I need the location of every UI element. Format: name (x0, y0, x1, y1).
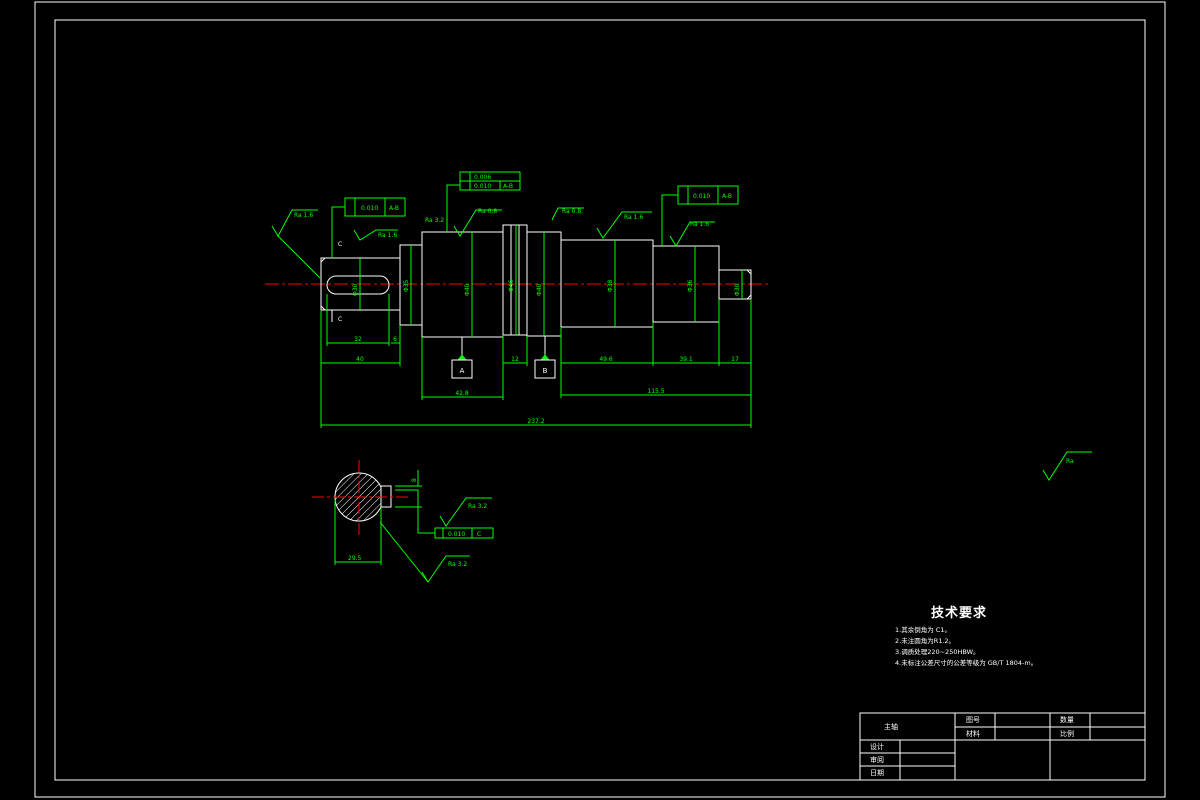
tech-req-item: 3.调质处理220~250HBW。 (895, 648, 980, 656)
dim-label: 115.5 (647, 388, 664, 395)
drawing-no-label: 图号 (966, 716, 980, 724)
section-key-label: 8 (411, 478, 418, 482)
length-dimension-labels: 32 40 6 12 49.6 39.1 17 42.8 115.5 237.2 (354, 336, 739, 425)
tolerance-values: 0.010 A-B 0.006 0.010 A-B 0.010 A-B 0.01… (361, 174, 732, 538)
tech-req-item: 4.未标注公差尺寸的公差等级为 GB/T 1804-m。 (895, 659, 1038, 667)
dim-label: 49.6 (599, 356, 613, 363)
title-block: 主轴 图号 材料 数量 比例 设计 审阅 日期 (860, 713, 1145, 779)
section-label-bottom: C (338, 316, 342, 323)
dim-label: 12 (511, 356, 519, 363)
tolerance-value: 0.010 (361, 205, 378, 212)
surface-finish-label: Ra 0.8 (478, 208, 497, 215)
dim-label: 40 (356, 356, 364, 363)
section-width-label: 29.5 (348, 555, 362, 562)
tolerance-datum: A-B (722, 193, 732, 200)
tolerance-value: 0.010 (474, 183, 491, 190)
datum-markers (451, 336, 556, 379)
dim-label: 32 (354, 336, 362, 343)
technical-requirements: 技术要求 1.其余倒角为 C1。 2.未注圆角为R1.2。 3.调质处理220~… (895, 602, 1037, 669)
tolerance-value: 0.006 (474, 174, 491, 181)
diameter-label: Φ38 (607, 279, 614, 292)
title-block-grid (859, 712, 1146, 781)
diameter-label: Φ30 (352, 283, 359, 296)
dim-label: 17 (731, 356, 739, 363)
surface-finish-label: Ra 1.6 (378, 232, 397, 239)
tolerance-value: 0.010 (448, 531, 465, 538)
dim-label: 237.2 (527, 418, 544, 425)
inner-frame (54, 19, 1146, 781)
tolerance-datum: A-B (503, 183, 513, 190)
tech-req-title: 技术要求 (931, 606, 988, 621)
outer-frame (34, 1, 1166, 798)
designer-label: 设计 (870, 743, 884, 751)
diameter-label: Φ40 (464, 283, 471, 296)
dim-label: 39.1 (679, 356, 693, 363)
surface-finish-label: Ra 3.2 (425, 217, 444, 224)
tolerance-value: 0.010 (693, 193, 710, 200)
reviewer-label: 审阅 (870, 756, 884, 764)
part-name: 主轴 (884, 723, 898, 731)
tolerance-frames (331, 171, 739, 539)
surface-finish-label: Ra (1066, 458, 1074, 465)
dim-label: 42.8 (455, 390, 469, 397)
scale-label: 比例 (1060, 730, 1074, 738)
surface-finish-label: Ra 1.6 (690, 221, 709, 228)
diameter-dimension-lines (359, 225, 743, 337)
surface-finish-label: Ra 1.6 (294, 212, 313, 219)
datum-a-label: A (460, 367, 465, 375)
surface-finish-label: Ra 3.2 (448, 561, 467, 568)
surface-finish-label: Ra 1.6 (624, 214, 643, 221)
diameter-labels: Φ30 Φ35 Φ40 Φ46 Φ40 Φ38 Φ36 Φ30 (352, 279, 741, 296)
tech-req-item: 2.未注圆角为R1.2。 (895, 637, 956, 645)
section-view (312, 460, 422, 565)
length-dimensions (320, 294, 752, 428)
surface-finish-label: Ra 0.8 (562, 208, 581, 215)
diameter-label: Φ40 (536, 283, 543, 296)
tolerance-datum: A-B (389, 205, 399, 212)
section-label-top: C (338, 241, 342, 248)
diameter-label: Φ30 (734, 283, 741, 296)
diameter-label: Φ46 (508, 279, 515, 292)
tolerance-datum: C (477, 531, 481, 538)
tech-req-item: 1.其余倒角为 C1。 (895, 626, 951, 634)
material-label: 材料 (966, 730, 980, 738)
dim-label: 6 (393, 336, 397, 343)
diameter-label: Φ35 (403, 279, 410, 292)
surface-finish-labels: Ra 1.6 Ra 1.6 Ra 3.2 Ra 0.8 Ra 0.8 Ra 1.… (294, 208, 1074, 568)
quantity-label: 数量 (1060, 716, 1074, 724)
surface-finish-leaders (271, 207, 1092, 583)
date-label: 日期 (870, 769, 884, 777)
surface-finish-label: Ra 3.2 (468, 503, 487, 510)
diameter-label: Φ36 (687, 279, 694, 292)
datum-b-label: B (543, 367, 548, 375)
